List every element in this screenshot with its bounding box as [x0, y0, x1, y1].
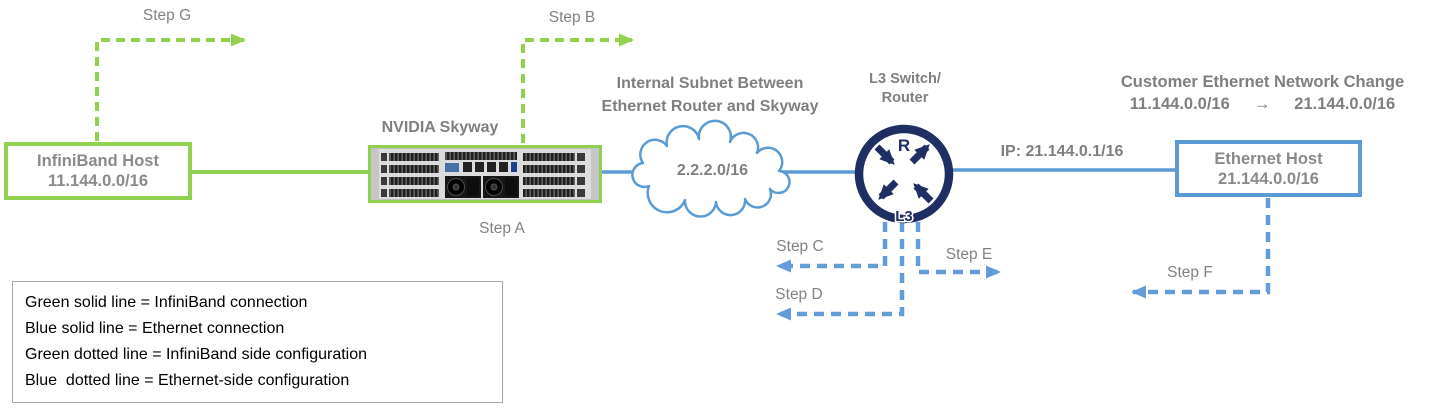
customer-change-heading: Customer Ethernet Network Change: [1120, 73, 1405, 91]
router-label-line2: Router: [881, 90, 929, 106]
right-arrow-icon: →: [1253, 95, 1271, 113]
step-d-label: Step D: [775, 286, 823, 303]
l3-router-icon: R L3: [854, 124, 954, 227]
customer-change-old-subnet: 11.144.0.0/16: [1129, 95, 1230, 113]
ethernet-host-node: Ethernet Host 21.144.0.0/16: [1175, 140, 1362, 197]
customer-change-new-subnet: 21.144.0.0/16: [1294, 95, 1396, 113]
step-g-label: Step G: [142, 7, 192, 24]
infiniband-host-subnet: 11.144.0.0/16: [47, 172, 148, 190]
router-l3-glyph: L3: [895, 208, 913, 225]
subnet-cloud-icon: [631, 119, 791, 218]
step-b-arrow: [521, 33, 634, 143]
step-e-arrow: [915, 222, 1001, 279]
legend-line-green-dotted: Green dotted line = InfiniBand side conf…: [25, 346, 368, 363]
router-r-glyph: R: [898, 136, 910, 155]
internal-subnet-heading-line2: Ethernet Router and Skyway: [601, 98, 819, 115]
step-f-arrow: [1131, 198, 1271, 299]
step-c-arrow: [776, 222, 888, 273]
legend-line-blue-solid: Blue solid line = Ethernet connection: [25, 320, 285, 337]
step-c-label: Step C: [776, 238, 824, 255]
step-d-arrow: [776, 222, 905, 321]
customer-change-values: 11.144.0.0/16 → 21.144.0.0/16: [1085, 95, 1440, 114]
step-g-arrow: [95, 33, 246, 141]
infiniband-host-node: InfiniBand Host 11.144.0.0/16: [4, 142, 192, 200]
legend-line-green-solid: Green solid line = InfiniBand connection: [25, 294, 308, 311]
router-ip-label: IP: 21.144.0.1/16: [1000, 143, 1124, 160]
step-a-label: Step A: [479, 220, 525, 237]
internal-subnet-heading-line1: Internal Subnet Between: [616, 75, 804, 92]
router-label-line1: L3 Switch/: [869, 71, 941, 87]
infiniband-host-name: InfiniBand Host: [37, 152, 159, 170]
step-e-label: Step E: [945, 246, 993, 263]
ethernet-host-subnet: 21.144.0.0/16: [1218, 169, 1319, 188]
step-b-label: Step B: [548, 9, 596, 26]
legend-box: Green solid line = InfiniBand connection…: [12, 281, 503, 403]
subnet-cloud-label: 2.2.2.0/16: [676, 162, 749, 179]
step-f-label: Step F: [1167, 264, 1213, 281]
router-label: L3 Switch/ Router: [845, 70, 965, 108]
skyway-label: NVIDIA Skyway: [381, 119, 499, 136]
skyway-server-image: [368, 145, 602, 203]
ethernet-host-name: Ethernet Host: [1214, 149, 1323, 168]
legend-line-blue-dotted: Blue dotted line = Ethernet-side configu…: [25, 372, 350, 389]
internal-subnet-heading: Internal Subnet Between Ethernet Router …: [565, 72, 855, 118]
rack-server-graphic: [370, 147, 600, 201]
